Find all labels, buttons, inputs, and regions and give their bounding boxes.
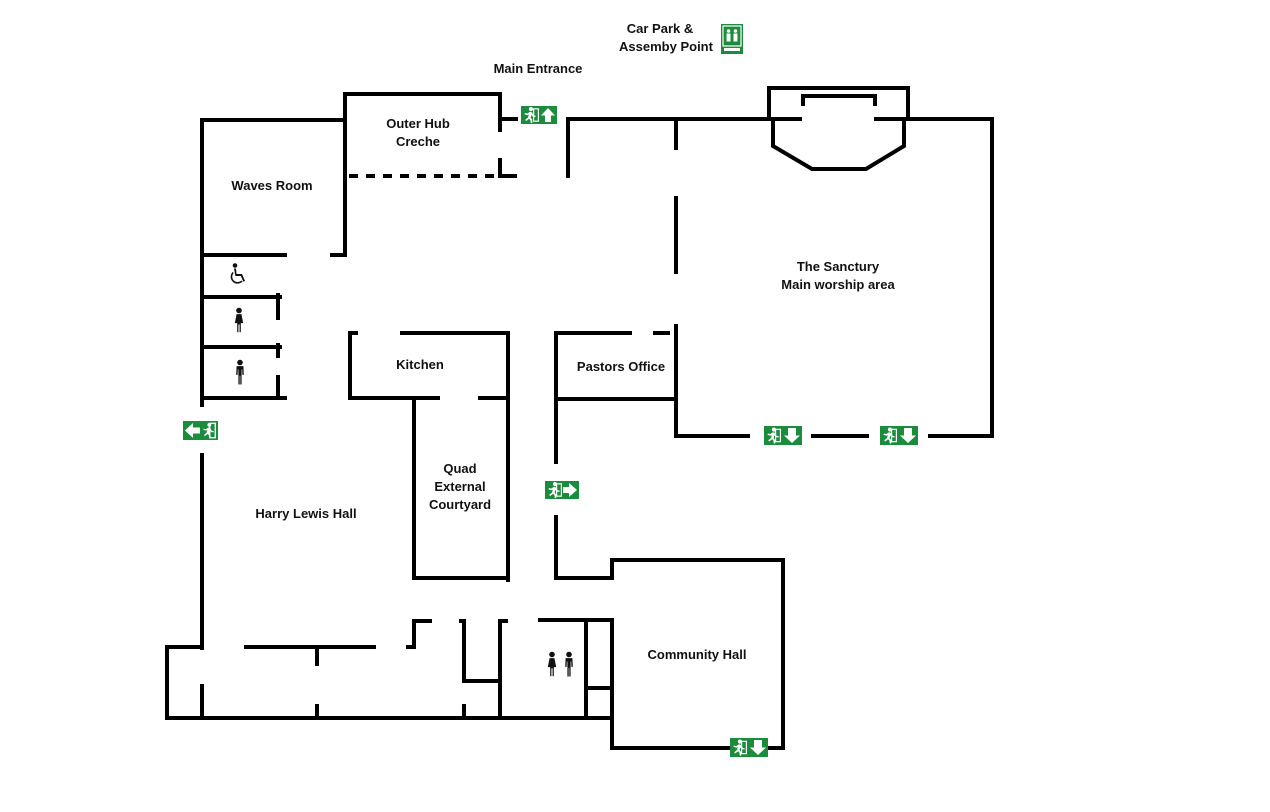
wheelchair-icon [230,263,245,284]
female-icon [234,307,244,333]
fire-exit-sign-west [183,421,218,440]
arrow-down-icon [750,740,766,755]
kitchen-label: Kitchen [396,357,444,372]
arrow-down-icon [784,428,800,443]
sanctuary-label-line-1: The Sanctury [797,259,880,274]
main-entrance-label: Main Entrance [494,61,583,76]
harry-lewis-hall-label: Harry Lewis Hall [255,506,356,521]
fire-exit-sign-sanctuary-1 [764,426,802,445]
car-park-label-line-2: Assemby Point [619,39,714,54]
room-labels: Car Park & Assemby Point Main Entrance O… [231,21,895,662]
male-icon [236,359,244,385]
arrow-left-icon [185,423,200,438]
arrow-down-icon [900,428,916,443]
outer-hub-label-line-1: Outer Hub [386,116,450,131]
quad-label-line-2: External [434,479,485,494]
quad-label-line-3: Courtyard [429,497,491,512]
quad-label-line-1: Quad [443,461,476,476]
arrow-right-icon [563,483,577,497]
community-hall-label: Community Hall [648,647,747,662]
car-park-label-line-1: Car Park & [627,21,693,36]
fire-exit-sign-community-hall [730,738,768,757]
unisex-toilet-icon [547,651,573,677]
waves-room-label: Waves Room [231,178,312,193]
assembly-point-icon [721,24,743,54]
fire-exit-sign-central [545,481,579,499]
walls [165,86,994,750]
fire-exit-sign-main-entrance [521,106,557,124]
pastors-office-label: Pastors Office [577,359,665,374]
outer-hub-label-line-2: Creche [396,134,440,149]
sanctuary-label-line-2: Main worship area [781,277,895,292]
fire-exit-sign-sanctuary-2 [880,426,918,445]
arrow-up-icon [541,108,555,122]
